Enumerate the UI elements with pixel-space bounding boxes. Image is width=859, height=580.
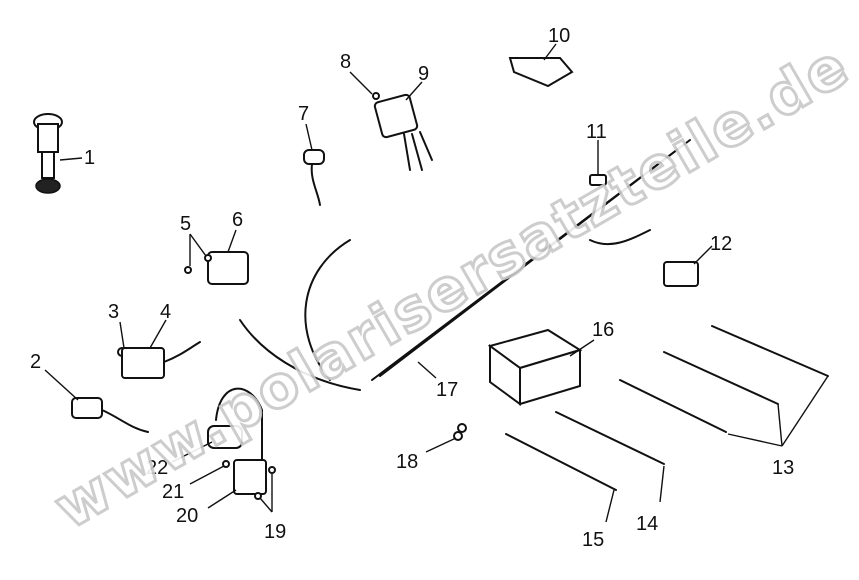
callout-17: 17 — [436, 379, 458, 401]
part-3-4-relay — [117, 341, 201, 379]
part-10-cover — [508, 57, 574, 88]
callout-14: 14 — [636, 513, 658, 535]
part-6-cdi-box — [184, 251, 249, 285]
part-20-ignition-coil — [207, 387, 276, 500]
part-2-switch — [71, 397, 149, 433]
callout-16: 16 — [592, 319, 614, 341]
callout-19: 19 — [264, 521, 286, 543]
callout-22: 22 — [146, 457, 168, 479]
part-16-battery — [487, 328, 583, 406]
callout-3: 3 — [108, 301, 119, 323]
callout-5: 5 — [180, 213, 191, 235]
part-9-module — [372, 92, 433, 171]
callout-10: 10 — [548, 25, 570, 47]
callout-7: 7 — [298, 103, 309, 125]
callout-18: 18 — [396, 451, 418, 473]
part-1-key-switch — [33, 113, 63, 194]
callout-4: 4 — [160, 301, 171, 323]
callout-12: 12 — [710, 233, 732, 255]
callout-9: 9 — [418, 63, 429, 85]
callout-21: 21 — [162, 481, 184, 503]
watermark-text: www.polarisersatzteile.de — [43, 31, 859, 542]
part-11-fuse — [589, 174, 607, 186]
callout-15: 15 — [582, 529, 604, 551]
callout-labels: 1 2 3 4 5 6 7 8 9 10 11 12 13 14 15 16 1… — [30, 25, 794, 551]
part-17-wire-harness — [239, 139, 691, 391]
callout-8: 8 — [340, 51, 351, 73]
callout-6: 6 — [232, 209, 243, 231]
part-13-15-straps — [505, 325, 829, 491]
callout-11: 11 — [586, 121, 607, 143]
part-12-relay — [663, 261, 699, 287]
callout-1: 1 — [84, 147, 95, 169]
leader-lines — [44, 43, 829, 523]
part-7-sensor — [303, 149, 325, 206]
callout-20: 20 — [176, 505, 198, 527]
callout-2: 2 — [30, 351, 41, 373]
callout-13: 13 — [772, 457, 794, 479]
